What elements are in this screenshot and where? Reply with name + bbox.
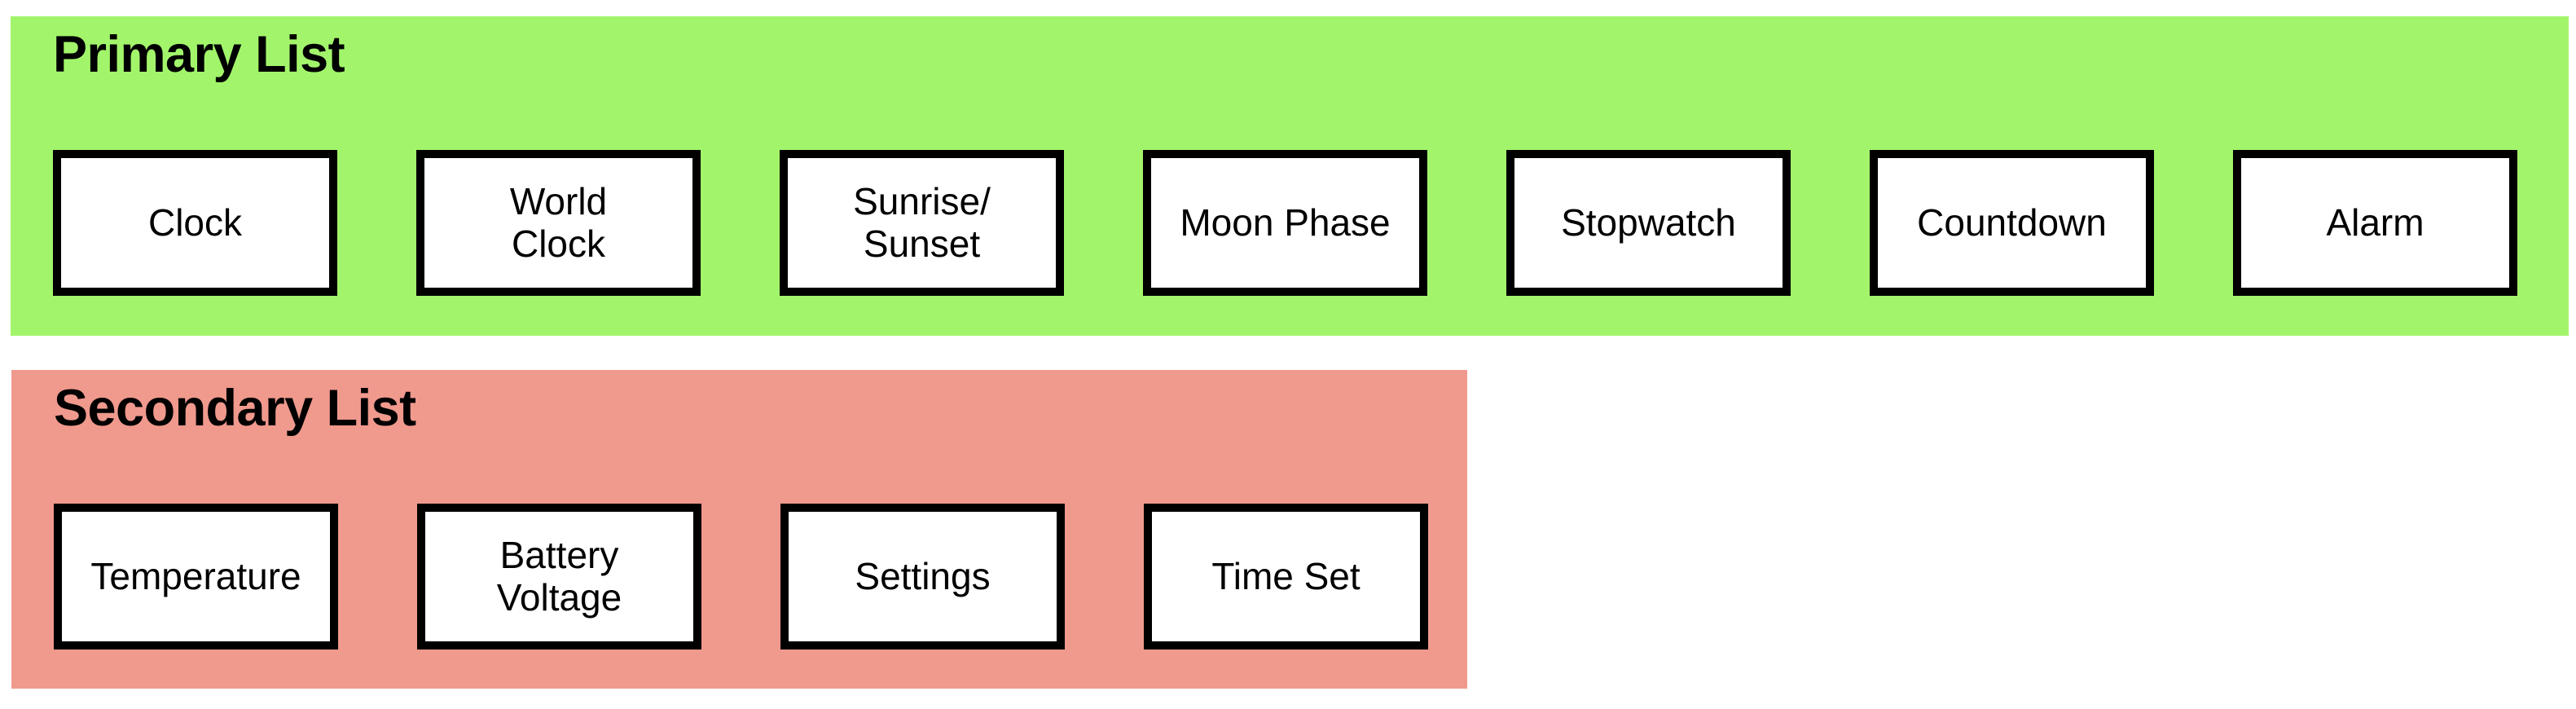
list-item-countdown[interactable]: Countdown <box>1870 150 2154 296</box>
secondary-list-panel: Secondary List Temperature Battery Volta… <box>11 370 1467 689</box>
list-item-temperature[interactable]: Temperature <box>54 504 338 650</box>
list-item-alarm[interactable]: Alarm <box>2233 150 2517 296</box>
list-item-battery-voltage[interactable]: Battery Voltage <box>417 504 701 650</box>
list-item-settings[interactable]: Settings <box>780 504 1065 650</box>
primary-list-panel: Primary List Clock World Clock Sunrise/ … <box>11 16 2569 336</box>
list-item-world-clock[interactable]: World Clock <box>416 150 701 296</box>
list-item-clock[interactable]: Clock <box>53 150 337 296</box>
secondary-list-title: Secondary List <box>54 380 416 437</box>
primary-list-items: Clock World Clock Sunrise/ Sunset Moon P… <box>53 150 2517 296</box>
list-item-sunrise-sunset[interactable]: Sunrise/ Sunset <box>780 150 1064 296</box>
secondary-list-items: Temperature Battery Voltage Settings Tim… <box>54 504 1428 650</box>
list-item-stopwatch[interactable]: Stopwatch <box>1506 150 1791 296</box>
list-item-moon-phase[interactable]: Moon Phase <box>1143 150 1427 296</box>
primary-list-title: Primary List <box>53 26 345 83</box>
list-item-time-set[interactable]: Time Set <box>1144 504 1428 650</box>
